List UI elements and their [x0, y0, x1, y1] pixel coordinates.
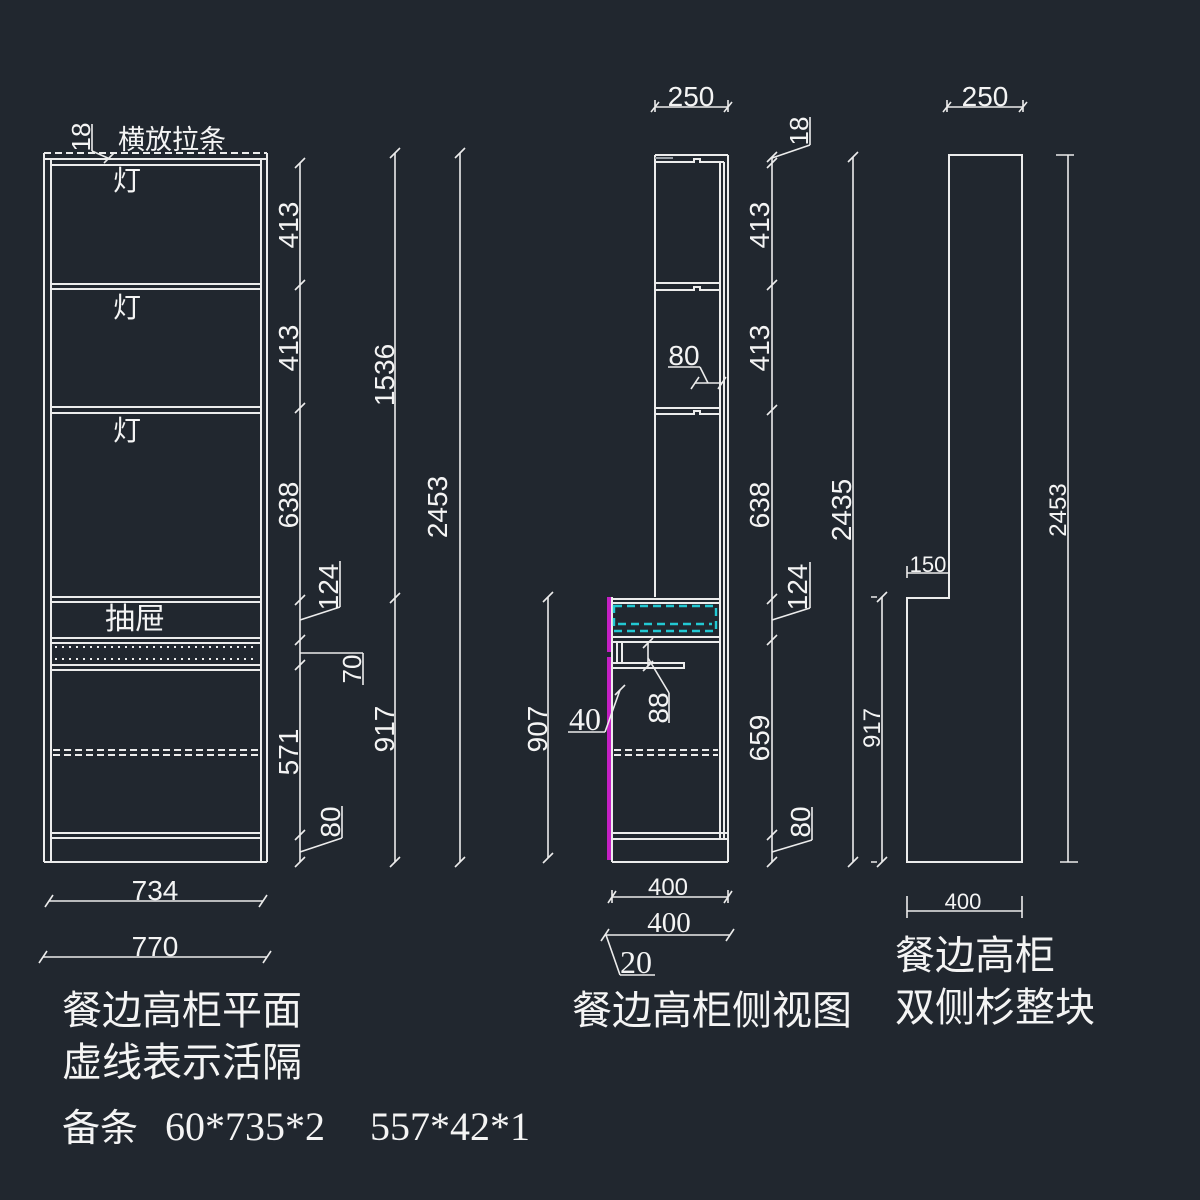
dim-plinth: 80: [315, 806, 346, 837]
plan-view-title: 餐边高柜平面: [62, 988, 302, 1034]
side-panel-dimensions: 250 150 917 2453 400: [859, 81, 1078, 918]
dimension-ticks: [847, 151, 859, 868]
dim-door-offset: 20: [620, 944, 652, 980]
plan-view: 横放拉条 灯 灯 灯 抽屉 18 413 413 638: [38, 123, 466, 1086]
dim-lower-height: 917: [859, 708, 886, 748]
dim-rail: 70: [337, 655, 367, 684]
materials-note-item: 60*735*2: [165, 1104, 325, 1149]
dim-plinth: 80: [785, 806, 816, 837]
dim-compartment-1: 413: [744, 202, 775, 249]
plan-dimensions: 18 413 413 638 124 70 571 80 1536 917 24…: [38, 123, 466, 964]
dimension-ticks: [906, 566, 950, 578]
leader-line: [91, 150, 111, 160]
dim-upper-total: 1536: [369, 344, 400, 406]
leader-line: [647, 657, 670, 694]
side-view-title: 餐边高柜侧视图: [572, 988, 852, 1034]
top-board-line: [655, 158, 724, 163]
dim-lower-total: 907: [522, 706, 553, 753]
dimension-ticks: [542, 591, 554, 864]
dim-overall-height: 2453: [422, 476, 453, 538]
dimension-ticks: [103, 152, 115, 164]
dim-drawer: 124: [313, 564, 344, 611]
dimension-ticks: [607, 890, 733, 904]
light-label: 灯: [113, 291, 141, 324]
dim-lower-compartment: 659: [744, 715, 775, 762]
dimension-ticks: [871, 591, 888, 868]
dimension-ticks: [942, 100, 1028, 113]
leader-line: [605, 934, 621, 976]
dim-compartment-3: 638: [744, 482, 775, 529]
dimension-ticks: [600, 928, 735, 942]
side-view: 250 18 413 413 638 124 659 80 2435 907: [522, 81, 859, 1034]
side-panel-title: 餐边高柜: [895, 933, 1055, 979]
side-dimensions: 250 18 413 413 638 124 659 80 2435 907: [522, 81, 859, 980]
dim-top-board: 18: [784, 117, 814, 146]
light-label: 灯: [113, 164, 141, 197]
dim-lower-compartment: 571: [273, 729, 304, 776]
dim-compartment-2: 413: [744, 325, 775, 372]
side-panel-view: 250 150 917 2453 400 餐边高柜 双侧杉整块: [859, 81, 1095, 1031]
dim-carcass-depth: 400: [648, 874, 688, 901]
dim-overall-height: 2435: [826, 479, 857, 541]
dimension-caps: [906, 896, 1023, 918]
door-front-edge: [607, 657, 611, 860]
dimension-ticks: [650, 100, 733, 113]
dim-back-strip: 80: [668, 340, 699, 371]
materials-note: 备条 60*735*2 557*42*1: [62, 1104, 530, 1150]
dimension-caps: [1056, 154, 1078, 863]
side-panel-subtitle: 双侧杉整块: [895, 985, 1095, 1031]
dim-lower-total: 917: [369, 706, 400, 753]
plan-cabinet-outline: [43, 152, 268, 863]
dim-overall-depth: 400: [647, 907, 691, 939]
dim-outer-width: 770: [132, 931, 179, 962]
dim-drawer: 124: [782, 564, 813, 611]
leader-line: [771, 144, 811, 159]
dimension-ticks: [454, 147, 466, 868]
leader-line: [604, 689, 621, 733]
leader-line: [771, 839, 813, 853]
leader-line: [699, 366, 709, 384]
dimension-ticks: [614, 684, 626, 696]
dim-rail: 88: [643, 692, 674, 723]
dim-overall-height: 2453: [1045, 483, 1072, 536]
dim-compartment-2: 413: [273, 325, 304, 372]
plan-labels: 横放拉条 灯 灯 灯 抽屉: [105, 125, 226, 637]
materials-note-item: 557*42*1: [370, 1104, 530, 1149]
leader-line: [299, 837, 343, 853]
dimension-ticks: [38, 950, 272, 964]
dim-upper-depth: 250: [668, 81, 715, 112]
dim-compartment-3: 638: [273, 482, 304, 529]
dim-upper-width: 250: [962, 81, 1009, 112]
drawer-label: 抽屉: [105, 602, 165, 637]
dim-door-gap: 40: [569, 701, 601, 737]
plan-shelves: [51, 283, 261, 839]
leader-line: [299, 606, 341, 621]
top-strip-label: 横放拉条: [118, 125, 226, 156]
materials-note-label: 备条: [62, 1106, 138, 1150]
plan-view-note: 虚线表示活隔: [62, 1040, 302, 1086]
dim-compartment-1: 413: [273, 202, 304, 249]
dimension-ticks: [44, 894, 268, 908]
leader-line: [771, 607, 811, 621]
dim-top-strip: 18: [66, 123, 96, 152]
dim-step: 150: [910, 552, 947, 577]
dimension-ticks: [690, 376, 727, 390]
dimension-ticks: [766, 151, 778, 868]
dim-inner-width: 734: [132, 875, 179, 906]
side-cabinet-outline: [607, 154, 729, 863]
drawer-box-dashed: [612, 604, 718, 633]
side-panel-outline: [906, 154, 1023, 863]
drawer-front-edge: [607, 597, 611, 652]
light-label: 灯: [113, 414, 141, 447]
shelf-line: [655, 286, 720, 291]
dim-bottom-width: 400: [945, 889, 982, 914]
dimension-ticks: [389, 147, 401, 868]
dimension-ticks: [294, 157, 306, 868]
shelf-line: [655, 410, 720, 415]
